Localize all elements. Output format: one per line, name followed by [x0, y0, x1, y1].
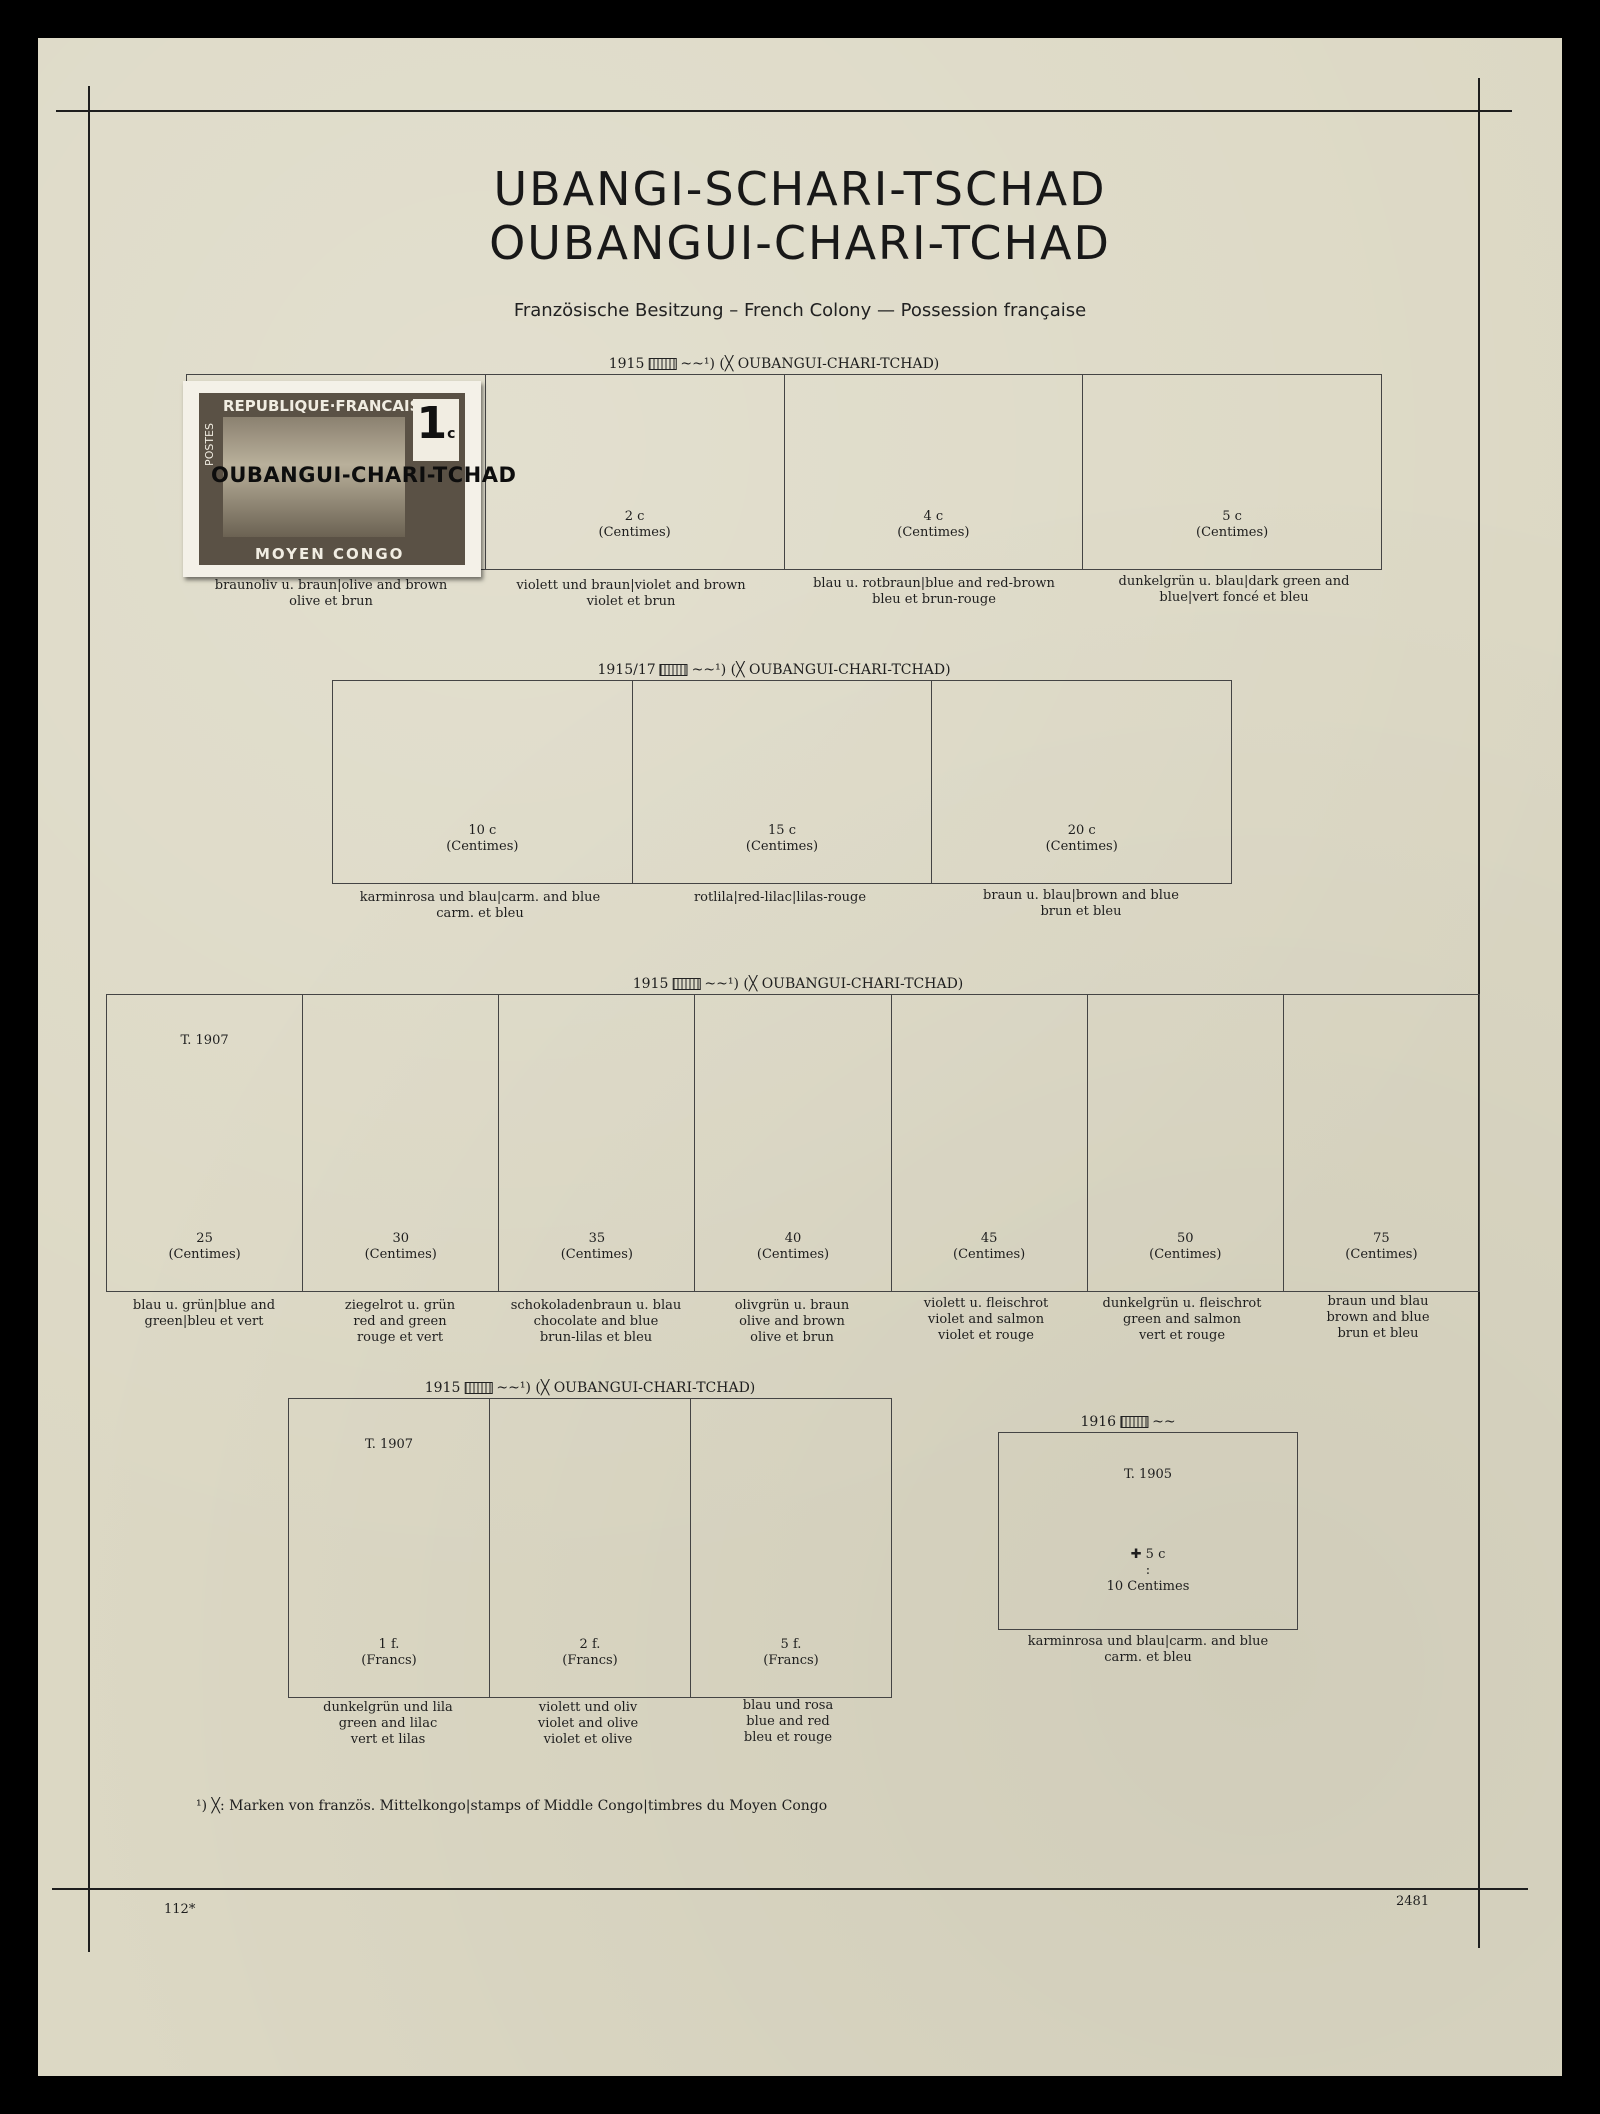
stamp-space-15c[interactable]: 15 c(Centimes) — [633, 681, 933, 883]
section-4-header: 1915~~¹) (╳ OUBANGUI-CHARI-TCHAD) — [424, 1380, 756, 1396]
section-2-frame: 10 c(Centimes) 15 c(Centimes) 20 c(Centi… — [332, 680, 1232, 884]
page-title-de: UBANGI-SCHARI-TSCHAD — [493, 162, 1107, 216]
section-1-header: 1915~~¹) (╳ OUBANGUI-CHARI-TCHAD) — [608, 356, 940, 372]
frame-left-line — [88, 86, 90, 1952]
section-5-header: 1916~~ — [1080, 1414, 1176, 1430]
section-3-header: 1915~~¹) (╳ OUBANGUI-CHARI-TCHAD) — [632, 976, 964, 992]
stamp-space-40c[interactable]: 40(Centimes) — [695, 995, 892, 1291]
stamp-space-2c[interactable]: 2 c(Centimes) — [486, 375, 785, 569]
page-number-left: 112* — [164, 1902, 196, 1917]
section-5-frame: T. 1905 ✚ 5 c:10 Centimes — [998, 1432, 1298, 1630]
stamp-space-35c[interactable]: 35(Centimes) — [499, 995, 696, 1291]
watermark-icon — [464, 1382, 493, 1394]
stamp-space-red-cross[interactable]: T. 1905 ✚ 5 c:10 Centimes — [999, 1433, 1297, 1629]
stamp-space-4c[interactable]: 4 c(Centimes) — [785, 375, 1084, 569]
watermark-icon — [1120, 1416, 1149, 1428]
stamp-space-75c[interactable]: 75(Centimes) — [1345, 1231, 1418, 1262]
album-page: UBANGI-SCHARI-TSCHAD OUBANGUI-CHARI-TCHA… — [38, 38, 1562, 2076]
stamp-space-50c[interactable]: 50(Centimes) — [1088, 995, 1284, 1291]
section-1-frame: 2 c(Centimes) 4 c(Centimes) 5 c(Centimes… — [186, 374, 1382, 570]
red-cross-icon: ✚ 5 c — [1130, 1547, 1166, 1562]
stamp-image: REPUBLIQUE·FRANCAISE POSTES 1c OUBANGUI-… — [199, 393, 516, 565]
leopard-vignette — [223, 417, 405, 537]
stamp-overprint: OUBANGUI-CHARI-TCHAD — [211, 463, 517, 487]
stamp-space-2f[interactable]: 2 f.(Francs) — [490, 1399, 691, 1697]
stamp-space-5c[interactable]: 5 c(Centimes) — [1196, 509, 1269, 540]
frame-top-line — [56, 110, 1512, 112]
footnote: ¹) ╳: Marken von französ. Mittelkongo|st… — [196, 1798, 828, 1814]
stamp-space-1c[interactable] — [187, 375, 486, 569]
watermark-icon — [659, 664, 688, 676]
stamp-space-5f[interactable]: 5 f.(Francs) — [763, 1637, 819, 1668]
watermark-icon — [672, 978, 701, 990]
mounted-stamp-1c[interactable]: REPUBLIQUE·FRANCAISE POSTES 1c OUBANGUI-… — [183, 381, 516, 577]
page-title-fr: OUBANGUI-CHARI-TCHAD — [489, 216, 1111, 270]
stamp-space-10c[interactable]: 10 c(Centimes) — [333, 681, 633, 883]
stamp-space-20c[interactable]: 20 c(Centimes) — [1045, 823, 1118, 854]
stamp-space-30c[interactable]: 30(Centimes) — [303, 995, 500, 1291]
caption-15c: rotlila|red-lilac|lilas-rouge — [693, 890, 867, 905]
page-number-right: 2481 — [1396, 1894, 1430, 1909]
stamp-space-45c[interactable]: 45(Centimes) — [892, 995, 1088, 1291]
page-subtitle: Französische Besitzung – French Colony —… — [513, 300, 1087, 321]
section-2-header: 1915/17~~¹) (╳ OUBANGUI-CHARI-TCHAD) — [597, 662, 951, 678]
watermark-icon — [648, 358, 677, 370]
frame-bottom-line — [52, 1888, 1528, 1890]
